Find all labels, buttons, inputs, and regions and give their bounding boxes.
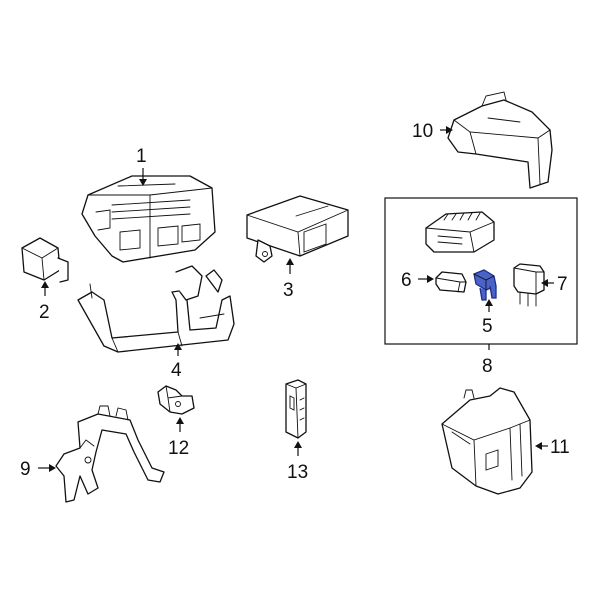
part-13-connector[interactable] <box>285 379 307 439</box>
callout-9: 9 <box>20 459 31 480</box>
callout-10: 10 <box>412 121 433 142</box>
part-2-sensor[interactable] <box>21 237 69 283</box>
part-1-body-control-module[interactable] <box>81 175 216 263</box>
callout-2: 2 <box>39 302 50 323</box>
part-12-clip[interactable] <box>157 385 195 415</box>
callout-11: 11 <box>550 437 570 458</box>
part-8-fuse-kit-frame <box>384 197 578 345</box>
part-5-mini-fuse[interactable] <box>473 269 497 301</box>
callout-4: 4 <box>171 360 182 381</box>
callout-1: 1 <box>136 146 147 167</box>
callout-7: 7 <box>557 274 568 295</box>
part-3-control-module[interactable] <box>246 195 349 263</box>
part-7-relay[interactable] <box>513 263 545 307</box>
callout-8: 8 <box>482 356 493 377</box>
part-10-fuse-box-cover[interactable] <box>447 91 553 189</box>
part-9-wiring-bracket[interactable] <box>55 405 165 503</box>
callout-13: 13 <box>287 462 308 483</box>
part-8-fuse-block[interactable] <box>425 211 495 253</box>
callout-3: 3 <box>283 280 294 301</box>
part-11-fuse-box-housing[interactable] <box>441 387 533 495</box>
part-6-fuse[interactable] <box>435 271 467 293</box>
part-4-mounting-bracket[interactable] <box>77 265 235 353</box>
callout-12: 12 <box>168 438 189 459</box>
callout-5: 5 <box>482 316 493 337</box>
callout-6: 6 <box>401 270 412 291</box>
